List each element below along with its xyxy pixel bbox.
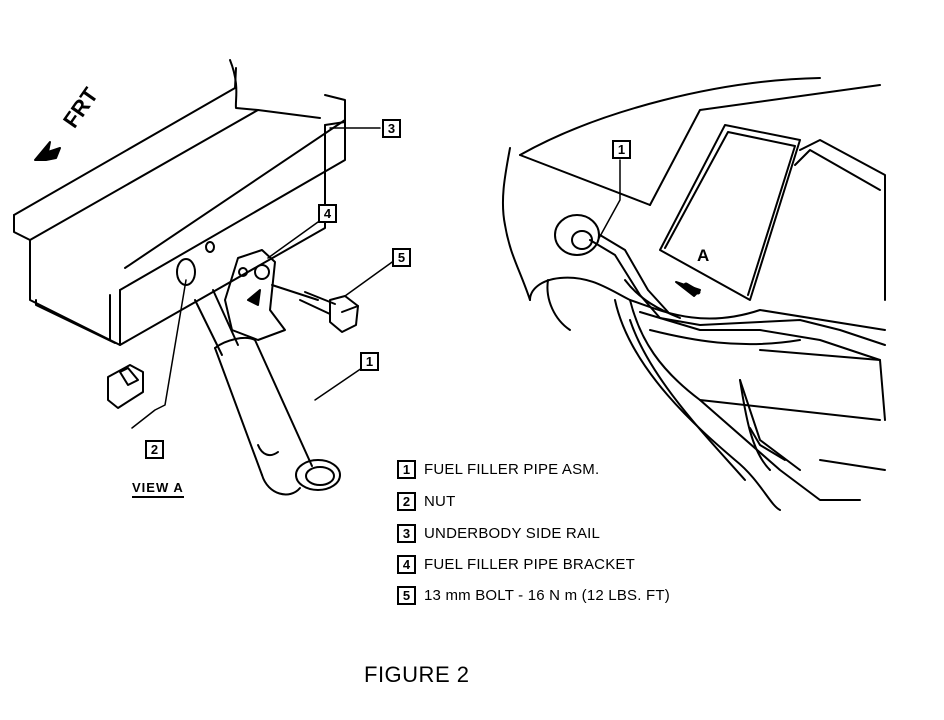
leader-lines-left [131,127,396,429]
view-arrow [675,281,701,297]
underbody-side-rail [13,59,346,346]
bolt [271,284,359,333]
legend-item: 4 FUEL FILLER PIPE BRACKET [397,553,635,575]
callout-1-pipe: 1 [360,352,379,371]
legend-text: NUT [424,492,456,510]
fuel-filler-pipe-bracket [224,249,286,341]
callout-1-car: 1 [612,140,631,159]
legend-text: FUEL FILLER PIPE BRACKET [424,555,635,573]
legend-item: 2 NUT [397,490,455,512]
legend-number: 2 [397,491,416,511]
legend-item: 1 FUEL FILLER PIPE ASM. [397,458,599,480]
legend-item: 3 UNDERBODY SIDE RAIL [397,522,600,544]
filler-pipe-routing [589,234,786,511]
callout-3-rail: 3 [382,119,401,138]
legend-number: 3 [397,523,416,543]
fuel-filler-pipe [194,289,341,496]
callout-5-bolt: 5 [392,248,411,267]
view-a-arrow-label: A [697,246,710,265]
leader-line-right [597,159,621,241]
front-arrow-icon [34,141,61,161]
callout-2-nut: 2 [145,440,164,459]
fuel-door [554,214,600,256]
legend-text: UNDERBODY SIDE RAIL [424,524,601,542]
legend-number: 5 [397,585,416,605]
legend-number: 1 [397,459,416,479]
callout-4-bracket: 4 [318,204,337,223]
nut [107,364,144,409]
view-a-label: VIEW A [132,480,184,498]
figure-caption: FIGURE 2 [364,662,470,687]
legend-text: 13 mm BOLT - 16 N m (12 LBS. FT) [424,586,670,604]
legend-text: FUEL FILLER PIPE ASM. [424,460,600,478]
vehicle-body [501,77,886,501]
legend-number: 4 [397,554,416,574]
legend-item: 5 13 mm BOLT - 16 N m (12 LBS. FT) [397,584,670,606]
